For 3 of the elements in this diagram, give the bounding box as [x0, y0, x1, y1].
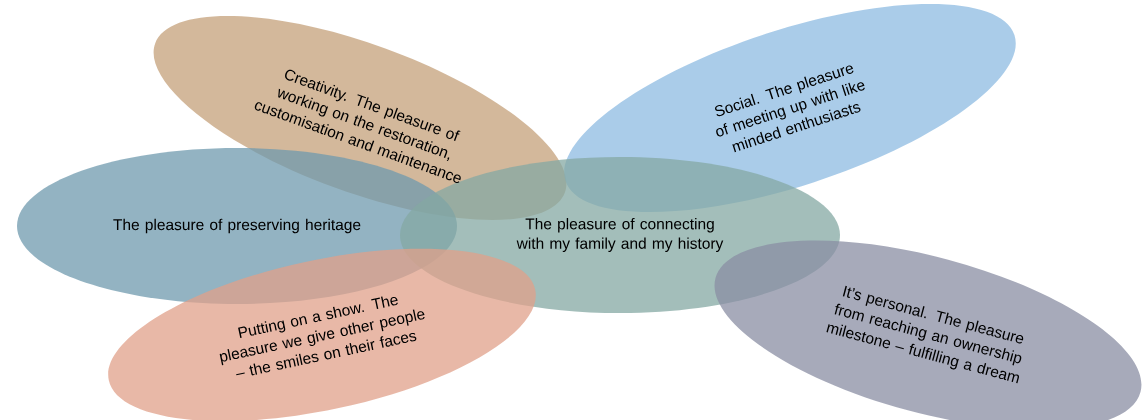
ellipse-label: Putting on a show. The pleasure we give other people – the smiles on their faces — [219, 296, 425, 376]
ellipse-label: The pleasure of connecting with my family and my history — [516, 218, 724, 252]
ellipse-label: The pleasure of preserving heritage — [113, 218, 361, 234]
